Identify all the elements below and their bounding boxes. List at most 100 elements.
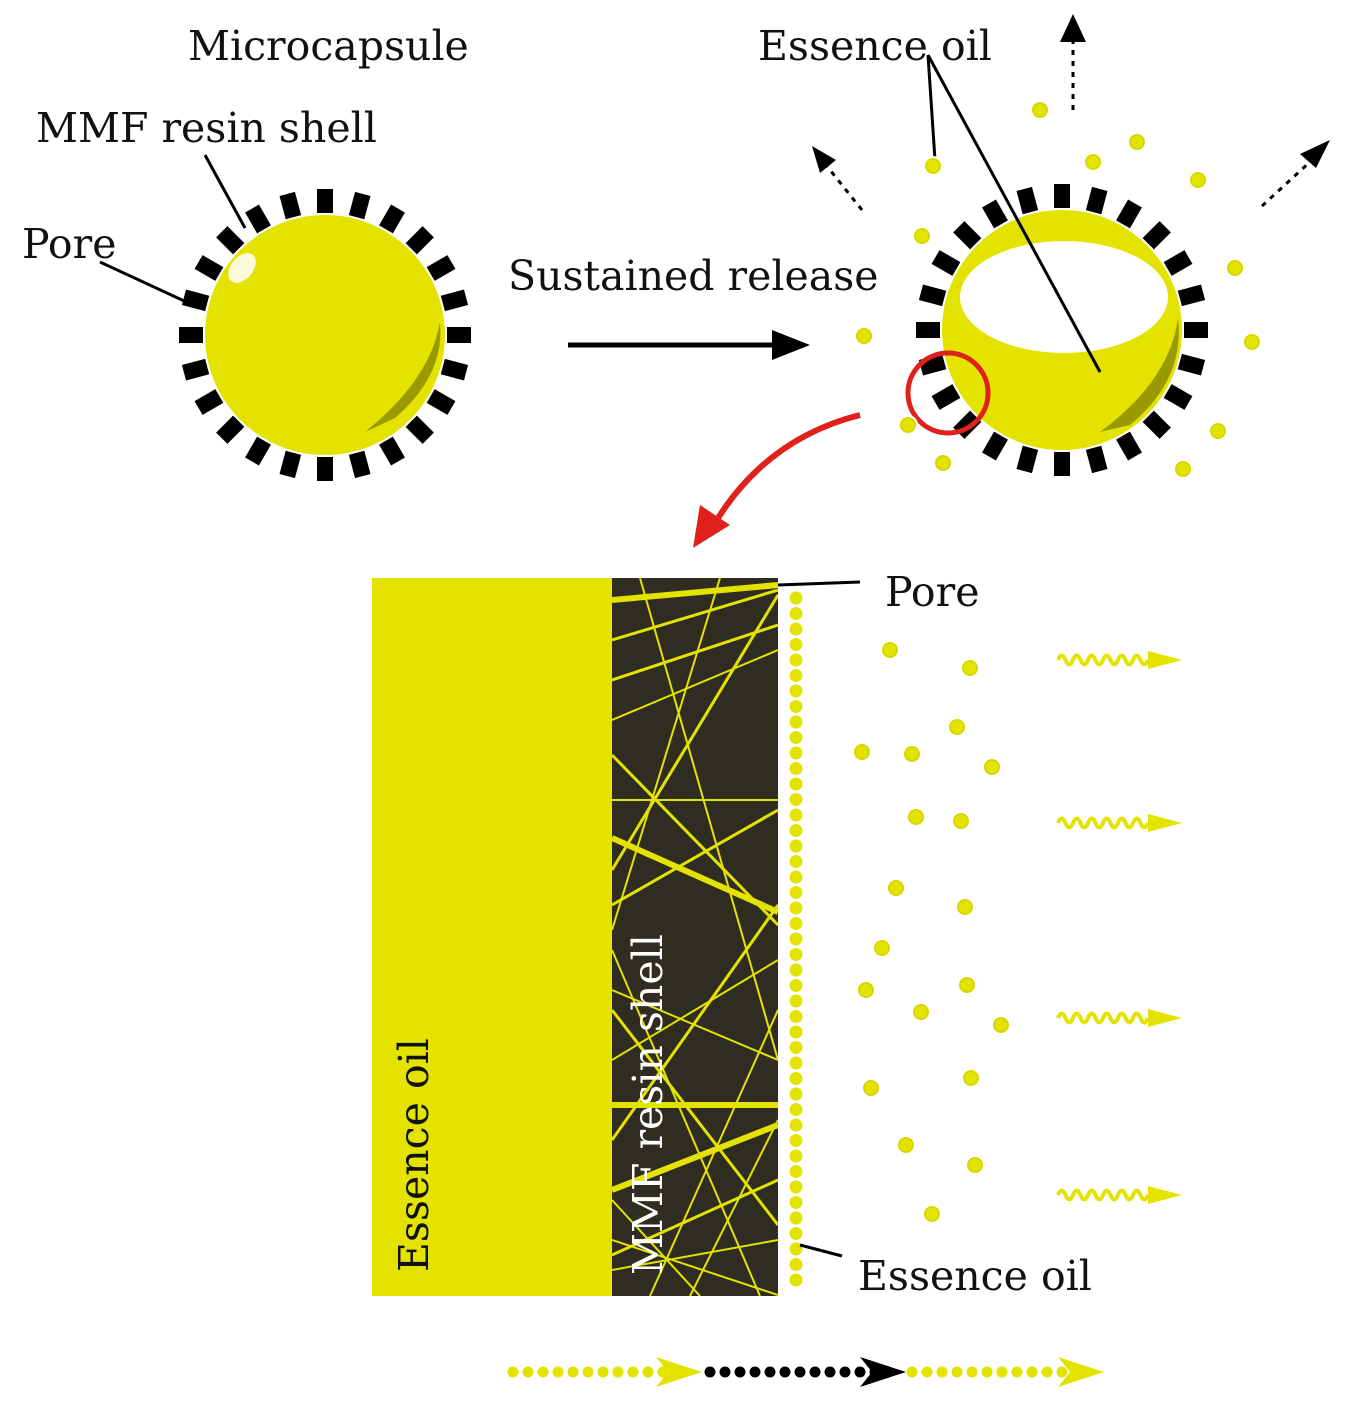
pore-block <box>379 436 405 466</box>
oil-droplet-rim <box>1085 154 1101 170</box>
pore-channel <box>639 578 778 1061</box>
sustained-release-arrow-head <box>772 330 810 360</box>
pore-block <box>1016 445 1039 474</box>
surface-dot <box>789 1118 803 1132</box>
pore-block <box>1142 221 1171 250</box>
pore-block <box>440 289 469 312</box>
sequence-dot <box>936 1366 948 1378</box>
wave-arrow-body <box>1056 1011 1150 1025</box>
oil-droplet-rim <box>913 1004 929 1020</box>
oil-droplet-rim <box>1175 461 1191 477</box>
surface-dot <box>789 777 803 791</box>
oil-droplet-rim <box>854 744 870 760</box>
pore-block <box>179 327 203 343</box>
pore-channel <box>612 1009 778 1226</box>
sequence-dot <box>749 1366 761 1378</box>
surface-dot <box>789 1211 803 1225</box>
pore-block <box>447 327 471 343</box>
sequence-dot <box>794 1366 806 1378</box>
shell-pore-ring-right <box>916 184 1208 476</box>
pore-channel <box>612 1178 778 1257</box>
surface-dot <box>789 1227 803 1240</box>
sequence-dot <box>996 1366 1008 1378</box>
wave-arrow-head <box>1148 1186 1182 1204</box>
pore-block <box>181 289 210 312</box>
surface-dot <box>789 1072 803 1085</box>
pore-channel <box>612 949 761 1296</box>
oil-droplet-rim <box>1032 102 1048 118</box>
pore-block <box>348 450 371 479</box>
pore-block <box>426 389 456 415</box>
sequence-dot <box>1011 1366 1023 1378</box>
pore-block <box>317 457 333 481</box>
pore-channel <box>612 1239 778 1296</box>
pore-block <box>216 226 245 255</box>
diffusion-wave-arrows <box>1056 651 1182 1204</box>
pore-block <box>982 199 1008 229</box>
pore-block <box>317 189 333 213</box>
pore-block <box>1054 452 1070 476</box>
pore-block <box>1142 410 1171 439</box>
sequence-dot <box>906 1366 918 1378</box>
sequence-dot <box>704 1366 716 1378</box>
sequence-arrow-head <box>860 1357 906 1387</box>
surface-dot <box>789 731 803 744</box>
release-arrow-upright <box>1260 158 1314 208</box>
surface-dot <box>789 1196 803 1209</box>
sequence-dot <box>854 1366 866 1378</box>
release-arrow-upleft <box>820 159 864 211</box>
oil-droplet-rim <box>856 328 872 344</box>
surface-oil-dots <box>789 591 803 1287</box>
pore-channel <box>612 578 721 931</box>
surface-dot <box>789 1087 803 1101</box>
wave-arrow-head <box>1148 814 1182 832</box>
oil-droplet-rim <box>874 940 890 956</box>
sequence-dot <box>537 1366 549 1378</box>
essence-oil-detail-leader <box>799 1243 843 1258</box>
wave-arrow-head <box>1148 1009 1182 1027</box>
sequence-arrow-head <box>656 1357 702 1387</box>
surface-dot <box>789 793 803 806</box>
pore-block <box>931 384 961 410</box>
released-oil-droplets-top <box>854 100 1262 479</box>
pore-block <box>348 191 371 220</box>
oil-droplet-rim <box>949 719 965 735</box>
surface-dot <box>789 1165 803 1178</box>
essence-oil-vertical-label: Essence oil <box>390 1038 438 1272</box>
shell-label-top: MMF resin shell <box>36 104 377 152</box>
oil-droplet-rim <box>858 982 874 998</box>
sequence-dot <box>612 1366 624 1378</box>
release-sequence-arrows <box>507 1357 1104 1387</box>
surface-dot <box>789 715 803 729</box>
sequence-dot <box>839 1366 851 1378</box>
oil-droplet-rim <box>959 977 975 993</box>
surface-dot <box>789 948 803 961</box>
sequence-dot <box>1026 1366 1038 1378</box>
pore-block <box>181 358 210 381</box>
pore-block <box>279 191 302 220</box>
oil-droplet-rim <box>888 880 904 896</box>
pore-block <box>918 284 947 307</box>
sequence-dot <box>597 1366 609 1378</box>
pore-block <box>982 431 1008 461</box>
pore-block <box>194 255 224 281</box>
wave-arrow-head <box>1148 651 1182 669</box>
surface-dot <box>789 886 803 899</box>
sequence-dot <box>627 1366 639 1378</box>
surface-dot <box>789 607 803 620</box>
release-arrow-upleft-head <box>812 146 836 173</box>
surface-dot <box>789 762 803 775</box>
surface-dot <box>789 1242 803 1256</box>
oil-droplet-rim <box>1244 334 1260 350</box>
sequence-dot <box>734 1366 746 1378</box>
surface-dot <box>789 669 803 682</box>
pore-block <box>1184 322 1208 338</box>
sustained-release-label: Sustained release <box>508 252 879 300</box>
sequence-dot <box>764 1366 776 1378</box>
pore-channel <box>612 989 778 1061</box>
pore-channel <box>612 1122 778 1193</box>
pore-block <box>216 415 245 444</box>
core-shadow-right <box>1100 318 1179 432</box>
oil-core-left <box>205 215 445 455</box>
